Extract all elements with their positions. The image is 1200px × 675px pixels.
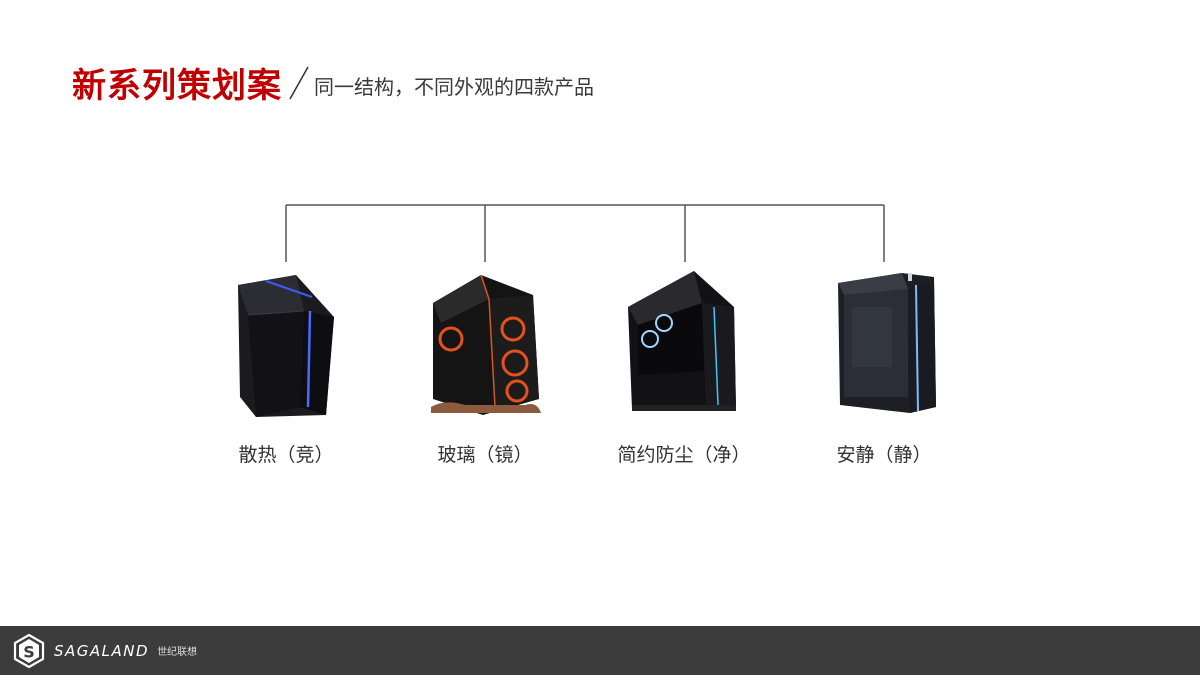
footer-bar: S SAGALAND 世纪联想 <box>0 626 1200 675</box>
product-glass: 玻璃（镜） <box>405 262 565 466</box>
product-cooling: 散热（竞） <box>206 262 366 466</box>
brand-name-cn: 世纪联想 <box>157 647 198 658</box>
product-label: 玻璃（镜） <box>437 444 533 466</box>
pc-case-image <box>604 262 764 422</box>
slash-divider-icon <box>289 66 309 99</box>
page-title: 新系列策划案 <box>72 66 282 106</box>
product-silent: 安静（静） <box>804 262 964 466</box>
product-label: 安静（静） <box>836 444 932 466</box>
pc-case-image <box>206 262 366 422</box>
product-label: 散热（竞） <box>238 444 334 466</box>
pc-case-image <box>405 262 565 422</box>
sagaland-logo-icon: S <box>13 633 45 668</box>
product-dustproof: 简约防尘（净） <box>604 262 764 466</box>
brand-name: SAGALAND <box>54 641 150 660</box>
svg-text:S: S <box>23 642 35 661</box>
product-label: 简约防尘（净） <box>617 444 751 466</box>
slide-title: 新系列策划案 同一结构，不同外观的四款产品 <box>72 58 594 107</box>
page-subtitle: 同一结构，不同外观的四款产品 <box>314 75 594 99</box>
pc-case-image <box>804 262 964 422</box>
